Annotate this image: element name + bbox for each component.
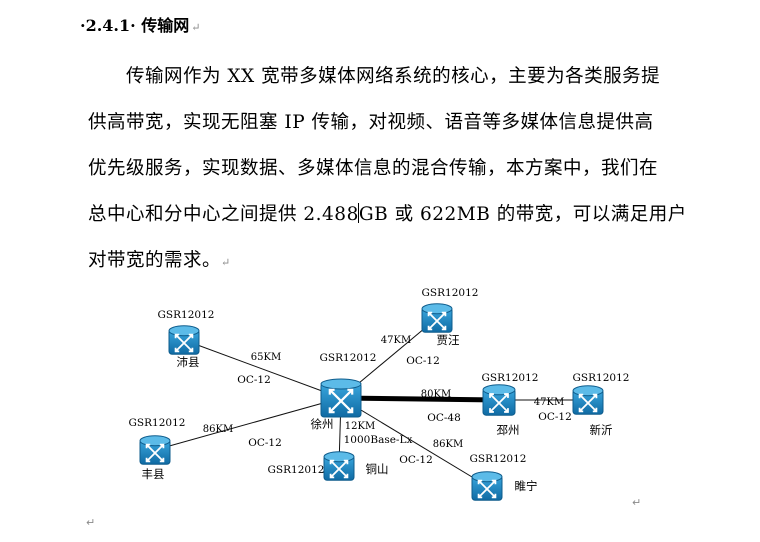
link-distance-label: 47KM: [534, 397, 564, 408]
link-type-label: OC-12: [248, 437, 282, 449]
node-city-label: 贾汪: [437, 333, 460, 347]
paragraph-line-1: 传输网作为 XX 宽带多媒体网络系统的核心，主要为各类服务提: [126, 66, 661, 87]
node-model-label: GSR12012: [482, 372, 539, 384]
paragraph-mark-icon: ↵: [86, 516, 96, 529]
node-city-label: 新沂: [590, 423, 613, 437]
link-distance-label: 86KM: [433, 439, 463, 450]
paragraph-line-4a: 总中心和分中心之间提供 2.488: [88, 204, 359, 225]
link-distance-label: 65KM: [251, 352, 281, 363]
node-city-label: 铜山: [366, 462, 389, 476]
router-icon-pizhou: [482, 384, 516, 416]
link-type-label: OC-48: [427, 412, 461, 424]
node-model-label: GSR12012: [158, 309, 215, 321]
heading-bullet: ·: [80, 16, 86, 35]
heading-number: 2.4.1: [85, 16, 131, 35]
router-icon-xinyi: [572, 385, 604, 415]
paragraph-line-2: 供高带宽，实现无阻塞 IP 传输，对视频、语音等多媒体信息提供高: [88, 112, 654, 133]
node-city-label: 邳州: [497, 423, 520, 437]
heading-title: 传输网: [141, 16, 190, 35]
node-model-label: GSR12012: [320, 352, 377, 364]
node-model-label: GSR12012: [129, 417, 186, 429]
router-icon-suining: [471, 471, 503, 501]
router-icon-xuzhou: [320, 378, 362, 418]
node-city-label: 沛县: [177, 355, 200, 369]
section-heading: ·2.4.1· 传输网↵: [80, 12, 201, 36]
link-distance-label: 86KM: [203, 424, 233, 435]
link-type-label: 1000Base-Lx: [344, 434, 413, 446]
node-model-label: GSR12012: [422, 287, 479, 299]
link-xuzhou-suining: [340, 397, 488, 487]
router-icon-fengxian: [139, 435, 171, 465]
link-xuzhou-pizhou: [340, 395, 500, 403]
node-model-label: GSR12012: [268, 464, 325, 476]
paragraph-line-5: 对带宽的需求。↵: [88, 246, 231, 272]
router-icon-peixian: [168, 325, 200, 355]
heading-bullet-2: ·: [130, 16, 136, 35]
link-type-label: OC-12: [538, 411, 572, 423]
link-xuzhou-fengxian: [154, 397, 342, 451]
paragraph-mark-icon: ↵: [191, 21, 201, 34]
paragraph-line-4: 总中心和分中心之间提供 2.488GB 或 622MB 的带宽，可以满足用户: [88, 200, 687, 226]
paragraph-line-4b: GB 或 622MB 的带宽，可以满足用户: [358, 204, 687, 225]
link-distance-label: 80KM: [421, 389, 451, 400]
node-city-label: 徐州: [311, 417, 334, 431]
link-distance-label: 47KM: [381, 335, 411, 346]
node-city-label: 睢宁: [515, 479, 538, 493]
link-type-label: OC-12: [237, 374, 271, 386]
paragraph-line-3: 优先级服务，实现数据、多媒体信息的混合传输，本方案中，我们在: [88, 158, 659, 179]
link-type-label: OC-12: [406, 355, 440, 367]
paragraph-mark-icon: ↵: [632, 496, 642, 509]
router-icon-tongshan: [323, 451, 355, 481]
node-model-label: GSR12012: [470, 453, 527, 465]
link-type-label: OC-12: [399, 454, 433, 466]
node-model-label: GSR12012: [573, 372, 630, 384]
paragraph-mark-icon: ↵: [221, 256, 231, 269]
link-distance-label: 12KM: [345, 421, 375, 432]
node-city-label: 丰县: [142, 467, 165, 481]
router-icon-jiawang: [421, 303, 453, 333]
link-xuzhou-peixian: [183, 339, 342, 399]
paragraph-line-5-text: 对带宽的需求。: [88, 250, 222, 271]
text-cursor: [358, 203, 360, 223]
